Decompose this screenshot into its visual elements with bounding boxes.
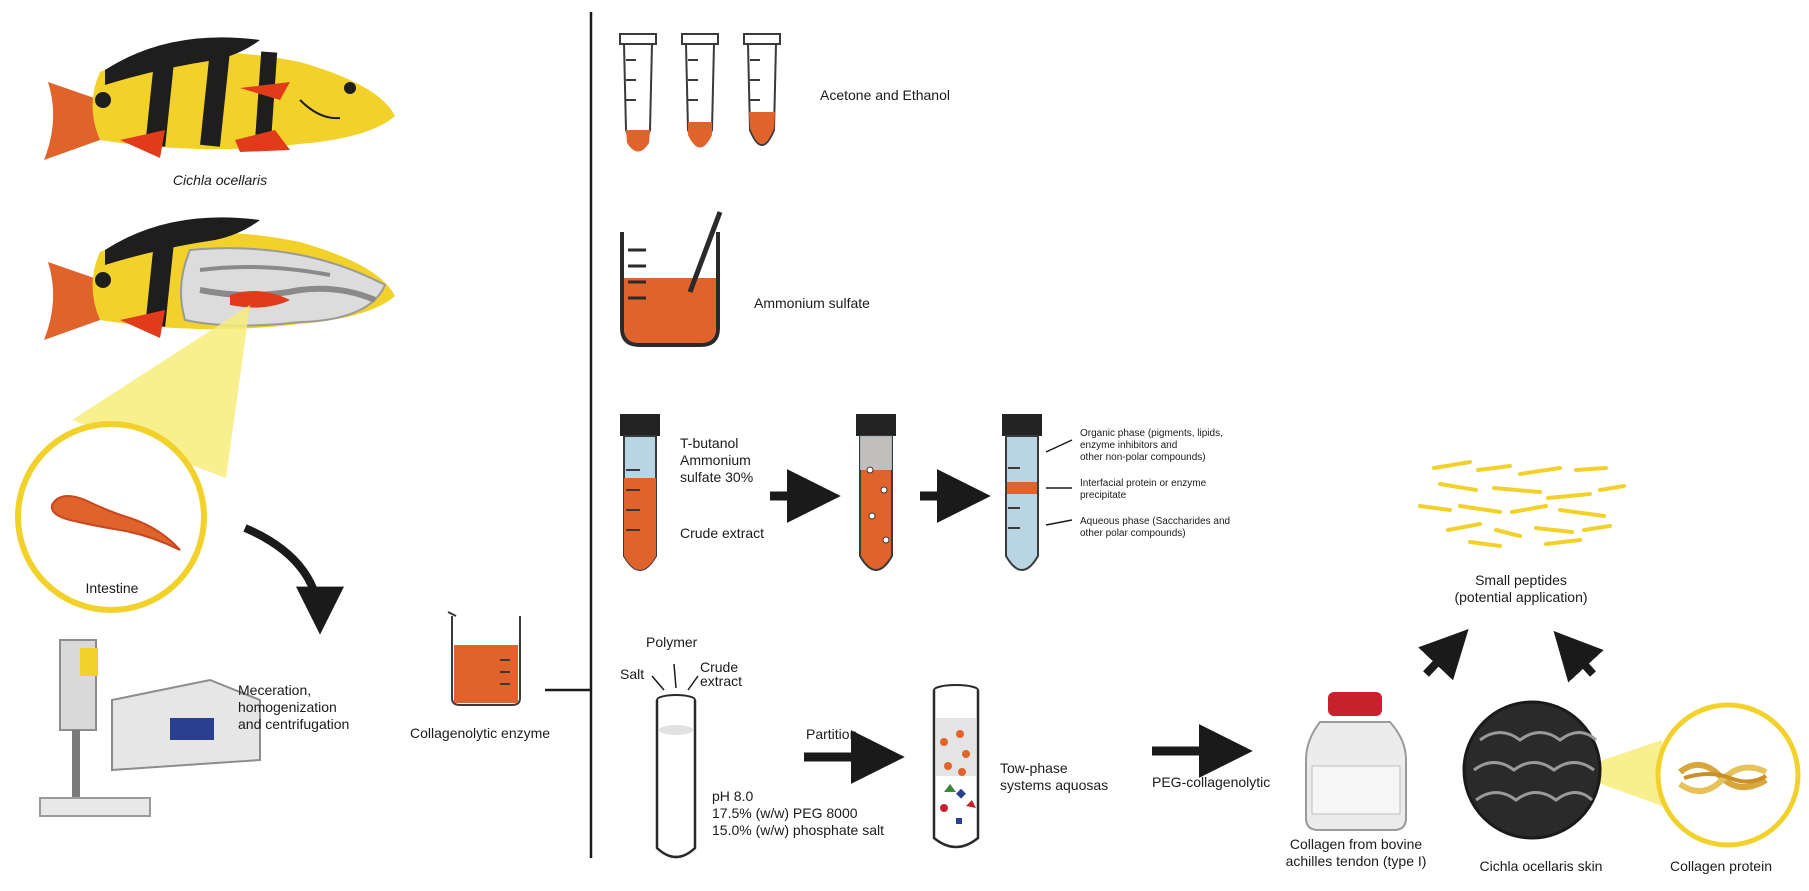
maceration-label: Meceration, homogenization and centrifug…	[238, 682, 350, 732]
test-tube-icon	[655, 694, 697, 859]
falcon-tube-icon	[620, 414, 660, 571]
eppendorf-tube-icon	[743, 33, 781, 146]
peptide-fragments-icon	[1418, 460, 1626, 548]
zoom-highlight	[1568, 740, 1662, 806]
crude-extract-label: Crude extract	[680, 525, 765, 541]
organic-phase-label: Organic phase (pigments, lipids, enzyme …	[1080, 428, 1223, 463]
falcon-tube-icon	[856, 414, 896, 571]
beaker-icon	[447, 611, 521, 706]
beaker-icon	[620, 211, 723, 347]
bottle-icon	[1305, 692, 1407, 831]
test-tube-icon	[932, 684, 980, 849]
eppendorf-tube-icon	[681, 33, 719, 148]
collagenolytic-enzyme-label: Collagenolytic enzyme	[410, 725, 551, 741]
fish-icon	[44, 37, 395, 160]
falcon-tube-icon	[1002, 414, 1042, 571]
eppendorf-tube-icon	[619, 33, 657, 152]
arrow	[1418, 629, 1469, 681]
atps-conditions-label: pH 8.0 17.5% (w/w) PEG 8000 15.0% (w/w) …	[712, 788, 884, 838]
inlet-arrow	[651, 675, 665, 691]
collagen-helix-icon	[1655, 702, 1801, 848]
salt-label: Salt	[620, 666, 645, 682]
curved-arrow	[243, 524, 344, 635]
crude-extract-inlet-label: Crude extract	[700, 659, 743, 689]
acetone-ethanol-label: Acetone and Ethanol	[820, 87, 950, 103]
dissected-fish-icon	[44, 217, 395, 340]
centrifuge-icon	[111, 678, 261, 772]
fish-species-label: Cichla ocellaris	[172, 172, 268, 188]
collagen-bovine-label: Collagen from bovine achilles tendon (ty…	[1285, 836, 1427, 869]
arrow	[1553, 630, 1604, 683]
inlet-arrow	[673, 663, 677, 689]
homogenizer-icon	[39, 639, 151, 817]
polymer-label: Polymer	[646, 634, 698, 650]
fish-skin-label: Cichla ocellaris skin	[1479, 858, 1603, 874]
interfacial-precipitate-label: Interfacial protein or enzyme precipitat…	[1080, 478, 1207, 501]
collagen-protein-label: Collagen protein	[1670, 858, 1772, 874]
ammonium-sulfate-label: Ammonium sulfate	[754, 295, 870, 311]
phase-pointer	[1045, 439, 1073, 453]
inlet-arrow	[687, 675, 699, 691]
intestine-circle	[15, 421, 207, 613]
partition-label: Partition	[806, 726, 858, 742]
intestine-icon	[50, 495, 181, 551]
tpp-reagents-label: T-butanol Ammonium sulfate 30%	[680, 435, 754, 485]
intestine-label: Intestine	[85, 580, 139, 596]
phase-pointer	[1045, 519, 1073, 526]
aqueous-phase-label: Aqueous phase (Saccharides and other pol…	[1080, 516, 1231, 539]
two-phase-label: Tow-phase systems aquosas	[1000, 760, 1109, 793]
peg-collagenolytic-label: PEG-collagenolytic	[1152, 774, 1271, 790]
fish-skin-icon	[1462, 700, 1602, 840]
small-peptides-label: Small peptides (potential application)	[1454, 572, 1588, 605]
